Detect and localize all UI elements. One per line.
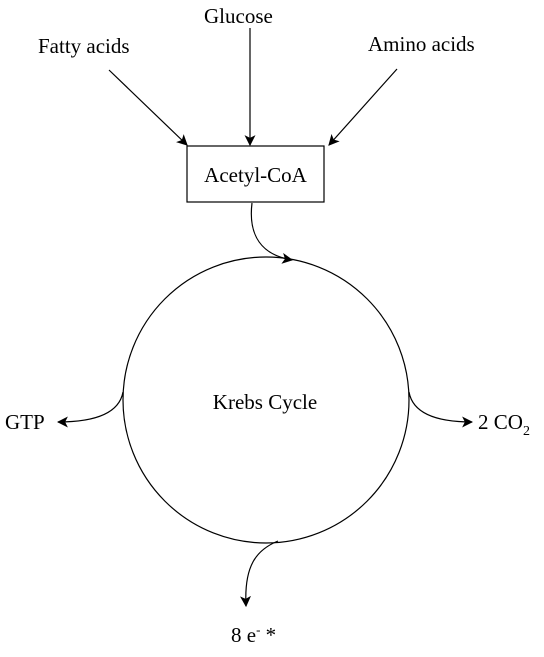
co2-subscript: 2 xyxy=(523,424,530,439)
acetyl-coa-box: Acetyl-CoA xyxy=(186,145,325,203)
krebs-cycle-label: Krebs Cycle xyxy=(213,390,317,414)
co2-label: 2 CO2 xyxy=(478,410,530,439)
amino-acids-label: Amino acids xyxy=(368,32,475,56)
gtp-label: GTP xyxy=(5,410,45,434)
gtp-arrow xyxy=(56,391,124,428)
fatty-acids-arrow xyxy=(108,69,188,146)
acetyl-coa-to-cycle-arrow xyxy=(250,202,294,264)
fatty-acids-label: Fatty acids xyxy=(38,34,130,58)
krebs-cycle-circle xyxy=(122,256,410,544)
electrons-label: 8 e- * xyxy=(231,622,276,647)
electrons-arrow xyxy=(240,540,279,608)
amino-acids-arrow xyxy=(328,68,398,146)
co2-arrow xyxy=(408,391,474,428)
electrons-suffix: * xyxy=(260,623,276,647)
electrons-superscript: - xyxy=(256,622,260,637)
co2-coefficient: 2 CO xyxy=(478,410,523,434)
glucose-label: Glucose xyxy=(204,4,273,28)
electrons-base: 8 e xyxy=(231,623,256,647)
acetyl-coa-label: Acetyl-CoA xyxy=(204,163,307,187)
